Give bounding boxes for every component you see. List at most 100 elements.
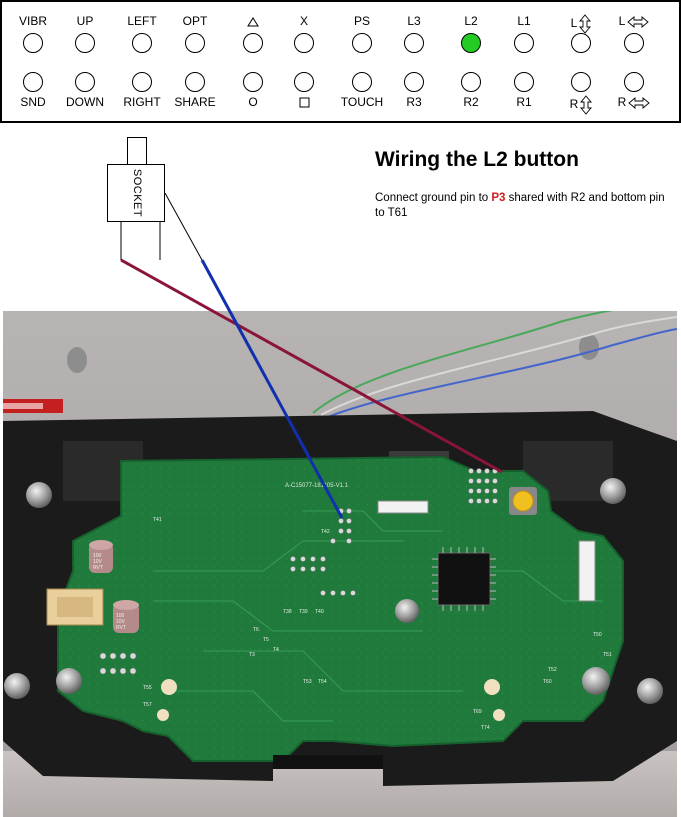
button-label-l1: L1 [494,14,554,28]
svg-text:10V: 10V [93,559,103,565]
button-label-l2: L2 [441,14,501,28]
svg-text:T4: T4 [273,647,279,653]
button-indicator-left[interactable] [132,33,152,53]
svg-text:T52: T52 [548,667,557,673]
test-pads [157,679,505,721]
button-label-text: L [618,14,626,28]
svg-text:T53: T53 [303,679,312,685]
button-indicator-l2[interactable] [461,33,481,53]
button-label-r2: R2 [441,95,501,109]
button-label-l: L [604,14,664,28]
button-indicator-l[interactable] [571,33,591,53]
button-indicator-l1[interactable] [514,33,534,53]
button-indicator-ps[interactable] [352,33,372,53]
svg-text:T60: T60 [543,679,552,685]
desc-text-before: Connect ground pin to [375,192,492,204]
button-indicator-x[interactable] [294,33,314,53]
button-label-ps: PS [332,14,392,28]
pcb-photo: A-C15077-181105-V1.1 [3,311,677,817]
button-indicator-r3[interactable] [404,72,424,92]
button-label-text: L1 [517,14,531,28]
button-label-text: R [569,97,579,112]
button-indicator-o[interactable] [243,72,263,92]
socket-label: SOCKET [131,168,143,218]
button-label-r: R [551,95,611,115]
up-down-arrow-icon [579,14,592,34]
pcb-illustration: A-C15077-181105-V1.1 [3,311,677,817]
button-label-text: LEFT [127,14,157,28]
button-label-o: O [223,95,283,109]
button-label-square-icon [274,95,334,109]
side-connector [578,540,596,602]
button-indicator-snd[interactable] [23,72,43,92]
button-indicator-up[interactable] [75,33,95,53]
left-right-arrow-icon [627,14,650,28]
button-label-r3: R3 [384,95,444,109]
button-label-snd: SND [3,95,63,109]
button-label-text: PS [353,14,370,28]
svg-text:T3: T3 [249,652,255,658]
button-label-touch: TOUCH [332,95,392,109]
capacitor-left [89,540,113,573]
button-indicator-r2[interactable] [461,72,481,92]
button-indicator-right[interactable] [132,72,152,92]
up-down-arrow-icon [580,95,593,115]
button-indicator-vibr[interactable] [23,33,43,53]
button-label-up: UP [55,14,115,28]
button-indicator-r[interactable] [624,72,644,92]
square-icon [299,95,310,109]
button-label-l3: L3 [384,14,444,28]
svg-text:T42: T42 [321,529,330,535]
socket-lead [164,192,203,261]
svg-text:10V: 10V [116,619,126,625]
button-label-x: X [274,14,334,28]
desc-text-after: shared with R2 and bottom pin to T61 [375,192,665,219]
main-chip [437,552,491,606]
svg-text:T5: T5 [263,637,269,643]
button-label-triangle-icon [223,14,283,28]
page-title: Wiring the L2 button [375,148,579,171]
button-label-text: VIBR [18,14,47,28]
svg-text:T6: T6 [253,627,259,633]
button-indicator-r[interactable] [571,72,591,92]
button-label-text: SHARE [174,95,216,109]
button-indicator-share[interactable] [185,72,205,92]
case-post [67,347,87,373]
button-indicator-square-icon[interactable] [294,72,314,92]
button-indicator-r1[interactable] [514,72,534,92]
capacitor-right [113,600,139,633]
button-label-text: X [299,14,308,28]
svg-text:T69: T69 [473,709,482,715]
board-code-label: A-C15077-181105-V1.1 [285,483,349,489]
button-label-text: UP [76,14,94,28]
pcb-board [57,455,624,762]
svg-text:100: 100 [93,553,102,559]
yellow-button [512,490,534,512]
svg-text:T39: T39 [299,609,308,615]
button-label-vibr: VIBR [3,14,63,28]
svg-text:T51: T51 [603,652,612,658]
svg-text:T55: T55 [143,685,152,691]
button-indicator-down[interactable] [75,72,95,92]
svg-text:RVT: RVT [93,565,103,571]
button-indicator-touch[interactable] [352,72,372,92]
button-label-text: L2 [464,14,478,28]
left-right-arrow-icon [628,95,651,109]
button-indicator-triangle-icon[interactable] [243,33,263,53]
socket-body [107,164,165,222]
button-indicator-l3[interactable] [404,33,424,53]
button-indicator-l[interactable] [624,33,644,53]
button-label-text: OPT [182,14,208,28]
button-indicator-opt[interactable] [185,33,205,53]
ground-pin-label: P3 [491,192,506,204]
button-label-r: R [604,95,664,109]
svg-text:T54: T54 [318,679,327,685]
button-label-text: TOUCH [340,95,384,109]
button-label-l: L [551,14,611,34]
button-label-r1: R1 [494,95,554,109]
svg-text:T57: T57 [143,702,152,708]
svg-text:T74: T74 [481,725,490,731]
button-label-share: SHARE [165,95,225,109]
svg-text:T38: T38 [283,609,292,615]
